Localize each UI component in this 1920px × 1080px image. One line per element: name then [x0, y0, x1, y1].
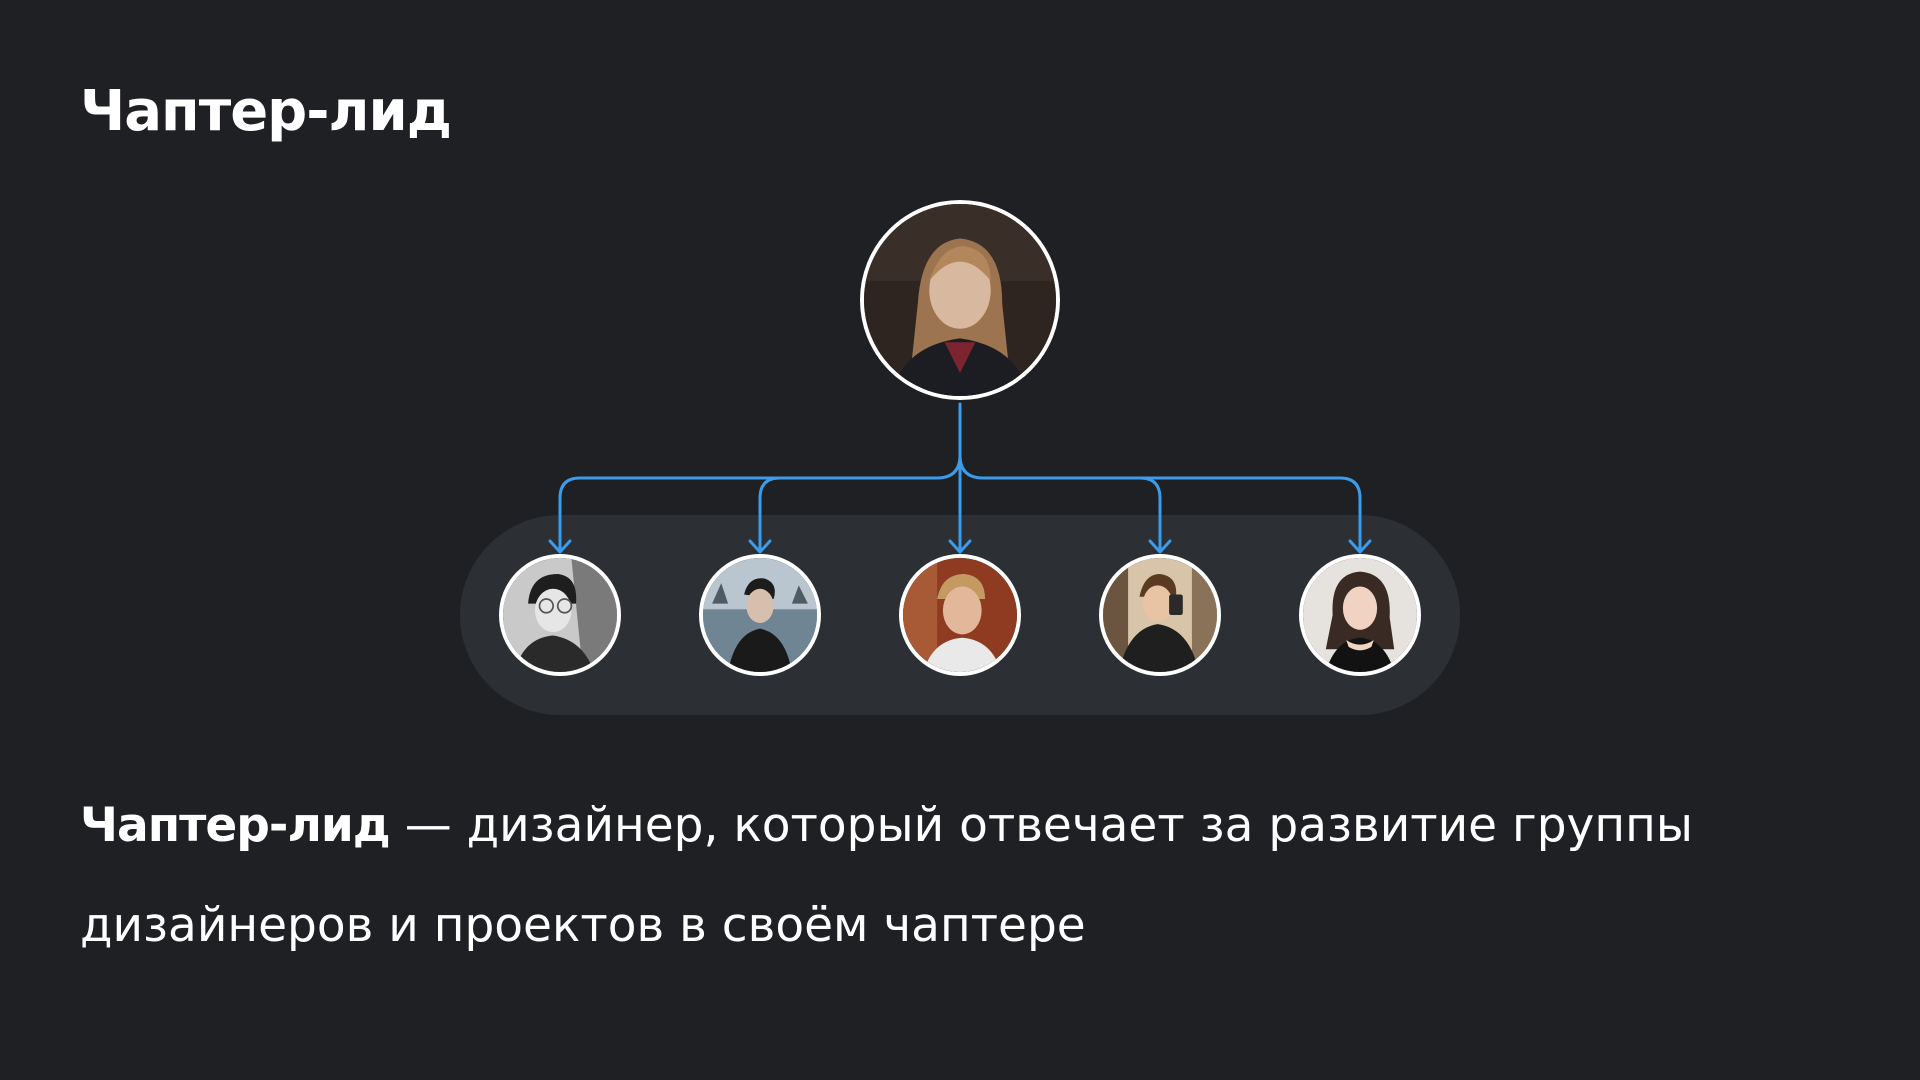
member-avatar-5	[1299, 554, 1421, 676]
member-avatar-photo	[903, 558, 1017, 672]
member-avatar-2	[699, 554, 821, 676]
member-avatar-photo	[1303, 558, 1417, 672]
lead-avatar-photo	[864, 204, 1056, 396]
connector-branch-4	[981, 476, 1162, 552]
member-avatar-photo	[703, 558, 817, 672]
connector-branch-2	[758, 476, 939, 552]
member-avatar-3	[899, 554, 1021, 676]
connector-branch-5	[981, 476, 1362, 552]
arrowhead-2	[748, 539, 772, 554]
slide-title: Чаптер-лид	[80, 79, 452, 144]
member-avatar-4	[1099, 554, 1221, 676]
connector-branch-1	[558, 476, 939, 552]
arrowhead-5	[1348, 539, 1372, 554]
arrowhead-3	[948, 539, 972, 554]
arrowhead-1	[548, 539, 572, 554]
member-avatar-photo	[1103, 558, 1217, 672]
member-avatar-1	[499, 554, 621, 676]
lead-avatar	[860, 200, 1060, 400]
description-text: — дизайнер, который отвечает за развитие…	[80, 798, 1693, 953]
description: Чаптер-лид — дизайнер, который отвечает …	[80, 776, 1860, 976]
arrowhead-4	[1148, 539, 1172, 554]
description-term: Чаптер-лид	[80, 798, 391, 853]
member-avatar-photo	[503, 558, 617, 672]
